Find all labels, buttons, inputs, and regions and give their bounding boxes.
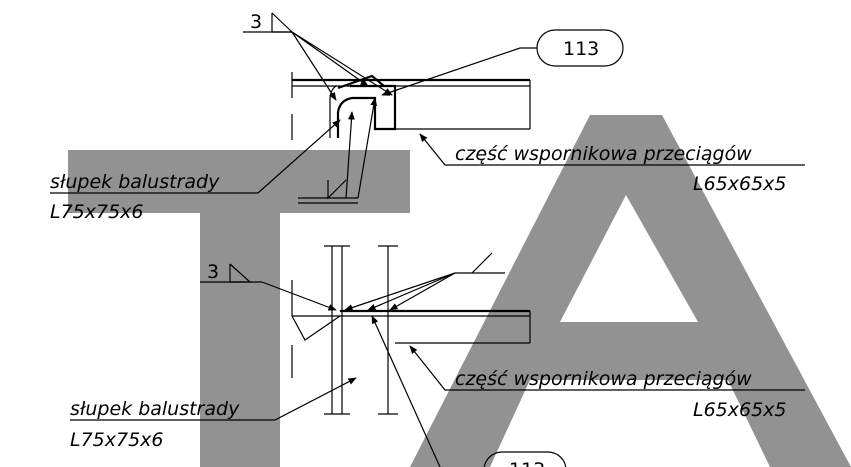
right-label-bottom-line1: część wspornikowa przeciągów bbox=[455, 368, 752, 390]
left-label-top-line2: L75x75x6 bbox=[50, 201, 144, 223]
watermark-letter-a-counter bbox=[560, 195, 698, 322]
watermark-letter-t bbox=[68, 150, 410, 467]
left-label-top-line1: słupek balustrady bbox=[50, 171, 220, 193]
callout-bubble-bottom bbox=[483, 451, 567, 467]
right-label-top-line2: L65x65x5 bbox=[693, 173, 787, 195]
weld-size-top: 3 bbox=[250, 11, 262, 33]
left-label-bottom-line1: słupek balustrady bbox=[70, 398, 240, 420]
weld-size-bottom: 3 bbox=[207, 261, 219, 283]
callout-number-bottom: 113 bbox=[509, 459, 545, 467]
right-label-top-line1: część wspornikowa przeciągów bbox=[455, 143, 752, 165]
detail-top: 3 113 słupek balustrady L75x75x6 część w… bbox=[50, 11, 805, 223]
detail-bottom: 3 słupek balustrady L75x75x6 część wspor… bbox=[70, 245, 805, 467]
right-label-bottom-line2: L65x65x5 bbox=[693, 399, 787, 421]
left-label-bottom-line2: L75x75x6 bbox=[70, 429, 164, 451]
watermark-letters bbox=[68, 115, 851, 467]
callout-number-top: 113 bbox=[563, 38, 599, 60]
